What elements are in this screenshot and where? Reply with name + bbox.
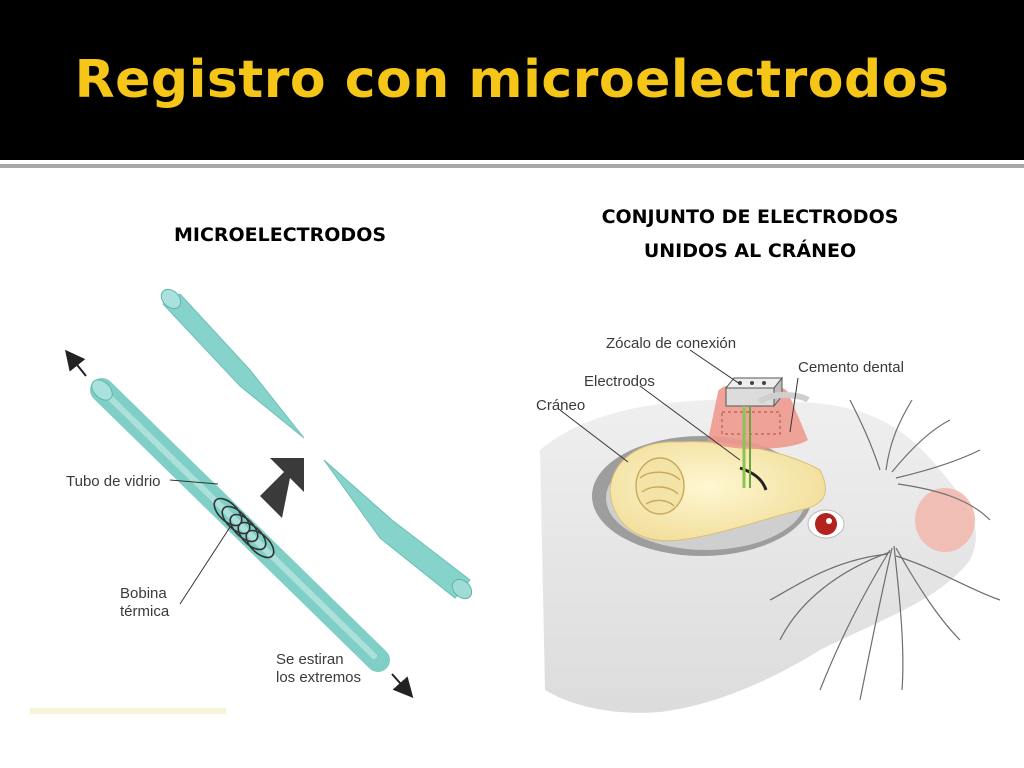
ear <box>757 392 810 405</box>
label-electrodes: Electrodos <box>584 373 655 390</box>
label-coil-line2: térmica <box>120 603 170 620</box>
microelectrode-figure: Tubo de vidrio Bobina térmica Se estiran… <box>30 288 473 714</box>
pulled-electrode-lower <box>323 459 473 600</box>
image-edge <box>30 708 226 714</box>
nose <box>915 488 975 552</box>
caption-line-2: UNIDOS AL CRÁNEO <box>643 240 857 262</box>
pull-arrow-up-icon <box>65 349 87 377</box>
label-stretch-line1: Se estiran <box>276 651 344 668</box>
label-skull: Cráneo <box>536 397 585 414</box>
leader-lines <box>559 349 799 463</box>
electrodes <box>742 406 751 488</box>
title-divider <box>0 164 1024 168</box>
label-glass-tube: Tubo de vidrio <box>66 473 161 490</box>
pull-arrow-down-icon <box>391 673 414 698</box>
electrode-assembly-caption: CONJUNTO DE ELECTRODOS UNIDOS AL CRÁNEO <box>560 200 940 268</box>
label-stretch-line2: los extremos <box>276 669 361 686</box>
heating-coil <box>213 497 275 559</box>
label-coil-line1: Bobina <box>120 585 167 602</box>
label-dental-cement: Cemento dental <box>798 359 904 376</box>
connection-socket <box>724 376 784 408</box>
rat-head-figure: Zócalo de conexión Electrodos Cráneo Cem… <box>536 335 1001 713</box>
rat-eye <box>807 509 845 539</box>
pulled-electrode-upper <box>160 288 305 439</box>
transformation-arrow-icon <box>260 458 304 518</box>
cerebellum <box>635 457 685 515</box>
microelectrodes-caption: MICROELECTRODOS <box>173 224 387 246</box>
slide-title: Registro con microelectrodos <box>74 50 950 110</box>
title-bar <box>0 0 1024 160</box>
whiskers <box>769 399 1001 701</box>
label-socket: Zócalo de conexión <box>606 335 736 352</box>
caption-line-1: CONJUNTO DE ELECTRODOS <box>601 206 899 228</box>
